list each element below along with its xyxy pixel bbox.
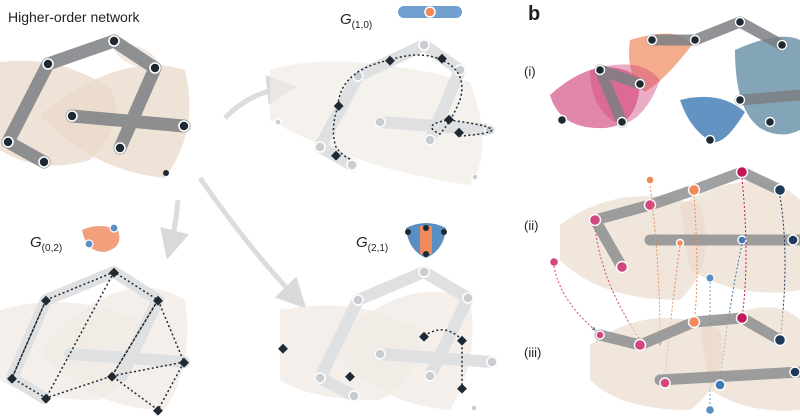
g10-label: G(1,0) [340, 11, 372, 31]
row-i-label: (i) [524, 64, 536, 79]
panel-b-label: b [528, 3, 540, 25]
row-iii-network [590, 307, 800, 416]
g02-network: G(0,2) [0, 223, 190, 416]
edges-a [1, 34, 191, 169]
g10-network: G(1,0) [270, 6, 496, 185]
row-iii-label: (iii) [524, 345, 541, 360]
nodes-a [2, 35, 190, 176]
row-ii-label: (ii) [524, 218, 538, 233]
arrow-to-g21 [197, 176, 307, 309]
g21-label: G(2,1) [356, 234, 388, 254]
row-i-network [550, 16, 800, 146]
panel-a-title: Higher-order network [8, 9, 140, 25]
panel-b: b (i) (ii) (iii) [524, 3, 800, 416]
higher-order-network: Higher-order network [0, 9, 191, 178]
g21-network: G(2,1) [278, 223, 498, 412]
g02-label: G(0,2) [30, 234, 62, 254]
g10-motif-node [424, 6, 436, 18]
arrow-to-g02 [160, 199, 190, 260]
